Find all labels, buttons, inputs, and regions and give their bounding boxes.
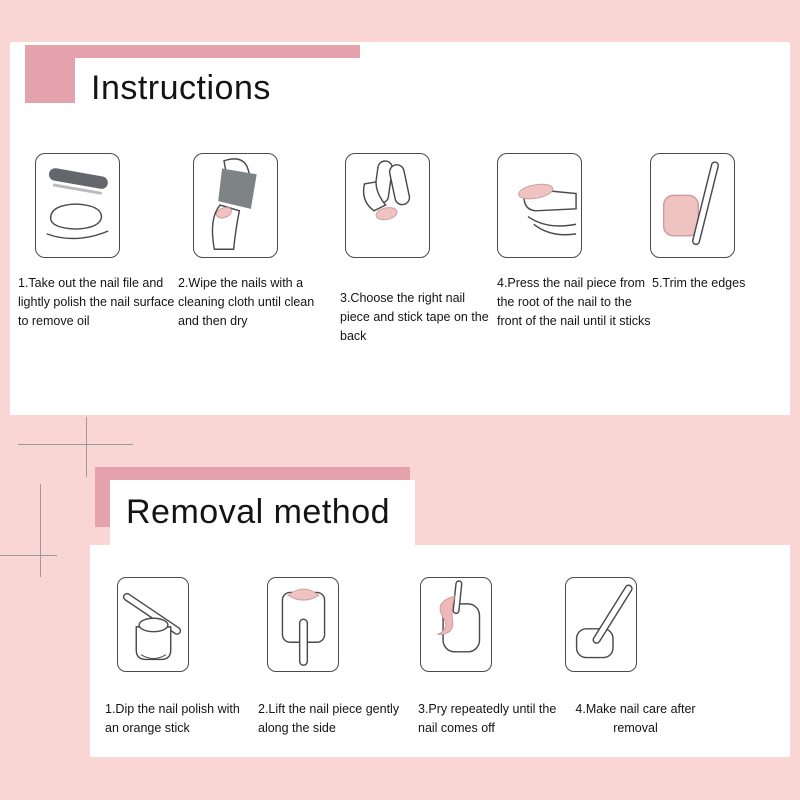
step-card-removal-4 <box>565 577 637 672</box>
trim-edges-icon <box>662 161 719 246</box>
nail-file-icon <box>45 168 109 240</box>
lift-piece-icon <box>281 588 325 666</box>
nail-care-icon <box>575 584 633 659</box>
wipe-cloth-icon <box>211 158 257 250</box>
step-caption: 3.Pry repeatedly until the nail comes of… <box>418 702 557 735</box>
step-caption: 2.Wipe the nails with a cleaning cloth u… <box>178 276 315 328</box>
removal-title: Removal method <box>126 493 391 531</box>
step-caption: 5.Trim the edges <box>652 276 746 290</box>
step-caption: 3.Choose the right nail piece and stick … <box>340 291 489 343</box>
step-card-removal-1 <box>117 577 189 672</box>
step-card-instructions-3 <box>345 153 430 258</box>
crop-mark-vertical-2 <box>40 484 41 577</box>
instructions-title: Instructions <box>91 68 271 107</box>
step-card-removal-2 <box>267 577 339 672</box>
step-caption: 2.Lift the nail piece gently along the s… <box>258 702 400 735</box>
removal-title-box: Removal method <box>110 480 415 545</box>
crop-mark-vertical-1 <box>86 417 87 477</box>
crop-mark-horizontal-1 <box>18 444 133 445</box>
step-caption: 4.Press the nail piece from the root of … <box>497 276 651 328</box>
step-card-removal-3 <box>420 577 492 672</box>
step-card-instructions-2 <box>193 153 278 258</box>
dip-stick-icon <box>122 592 181 661</box>
pry-nail-icon <box>436 580 480 653</box>
crop-mark-horizontal-2 <box>0 555 57 556</box>
step-card-instructions-1 <box>35 153 120 258</box>
press-nail-icon <box>517 183 577 236</box>
step-caption: 4.Make nail care after removal <box>575 702 696 735</box>
instructions-title-box: Instructions <box>75 58 385 118</box>
step-card-instructions-5 <box>650 153 735 258</box>
nail-piece-icon <box>362 160 410 221</box>
step-card-instructions-4 <box>497 153 582 258</box>
step-caption: 1.Dip the nail polish with an orange sti… <box>105 702 240 735</box>
step-caption: 1.Take out the nail file and lightly pol… <box>18 276 175 328</box>
